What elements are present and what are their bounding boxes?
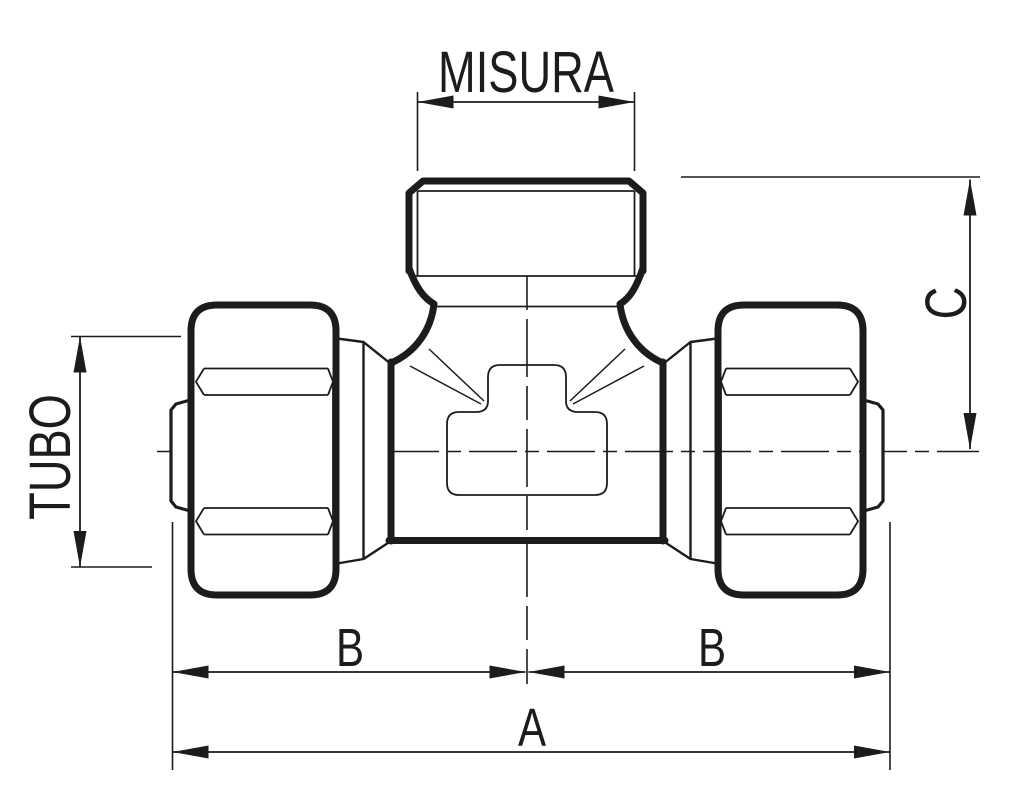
arrowhead-down <box>73 531 87 567</box>
left-nut <box>187 301 340 599</box>
arrowhead-left <box>528 665 565 679</box>
dimension-c: C <box>681 176 980 449</box>
right-collar-top <box>662 337 718 365</box>
neck-right-curve <box>616 264 667 367</box>
neck-left-curve <box>387 264 438 367</box>
top-port-thread-lines <box>416 190 636 276</box>
right-collar <box>662 337 718 565</box>
top-port-outline <box>405 177 647 275</box>
left-collar <box>336 337 392 565</box>
tubo-label: TUBO <box>19 394 84 520</box>
b-left-label: B <box>336 618 364 678</box>
arrowhead-left <box>172 665 209 679</box>
arrowhead-up <box>73 336 87 373</box>
b-right-label: B <box>698 618 726 678</box>
center-body <box>385 348 669 545</box>
right-nut-facet-lines <box>726 367 850 536</box>
arrowhead-left <box>417 95 454 109</box>
arrowhead-right <box>489 665 526 679</box>
arrowhead-right <box>598 95 635 109</box>
right-nut-outline <box>714 301 867 599</box>
left-nut-facet-lines <box>204 367 328 536</box>
arrowhead-right <box>854 745 890 759</box>
left-collar-bottom <box>336 539 392 565</box>
body-outline <box>385 358 669 545</box>
arrowhead-down <box>963 413 977 449</box>
arrowhead-left <box>172 745 209 759</box>
right-collar-bottom <box>662 539 718 565</box>
a-label: A <box>518 698 547 758</box>
left-nut-outline <box>187 301 340 599</box>
body-chamfer-diagonals <box>409 348 645 405</box>
left-nut-facet-chevrons <box>194 368 334 535</box>
left-collar-top <box>336 337 392 365</box>
top-port <box>387 177 667 367</box>
arrowhead-up <box>963 179 977 216</box>
dimension-b-right: B <box>528 618 890 679</box>
misura-label: MISURA <box>438 41 614 106</box>
dimension-b-left: B <box>172 618 526 679</box>
dimension-misura: MISURA <box>416 41 636 171</box>
dimension-a: A <box>171 522 891 770</box>
dimension-tubo: TUBO <box>19 335 181 568</box>
c-label: C <box>915 287 980 320</box>
body-inner-tee-profile <box>446 364 608 496</box>
right-nut <box>714 301 867 599</box>
centerlines <box>157 276 979 684</box>
arrowhead-right <box>854 665 890 679</box>
